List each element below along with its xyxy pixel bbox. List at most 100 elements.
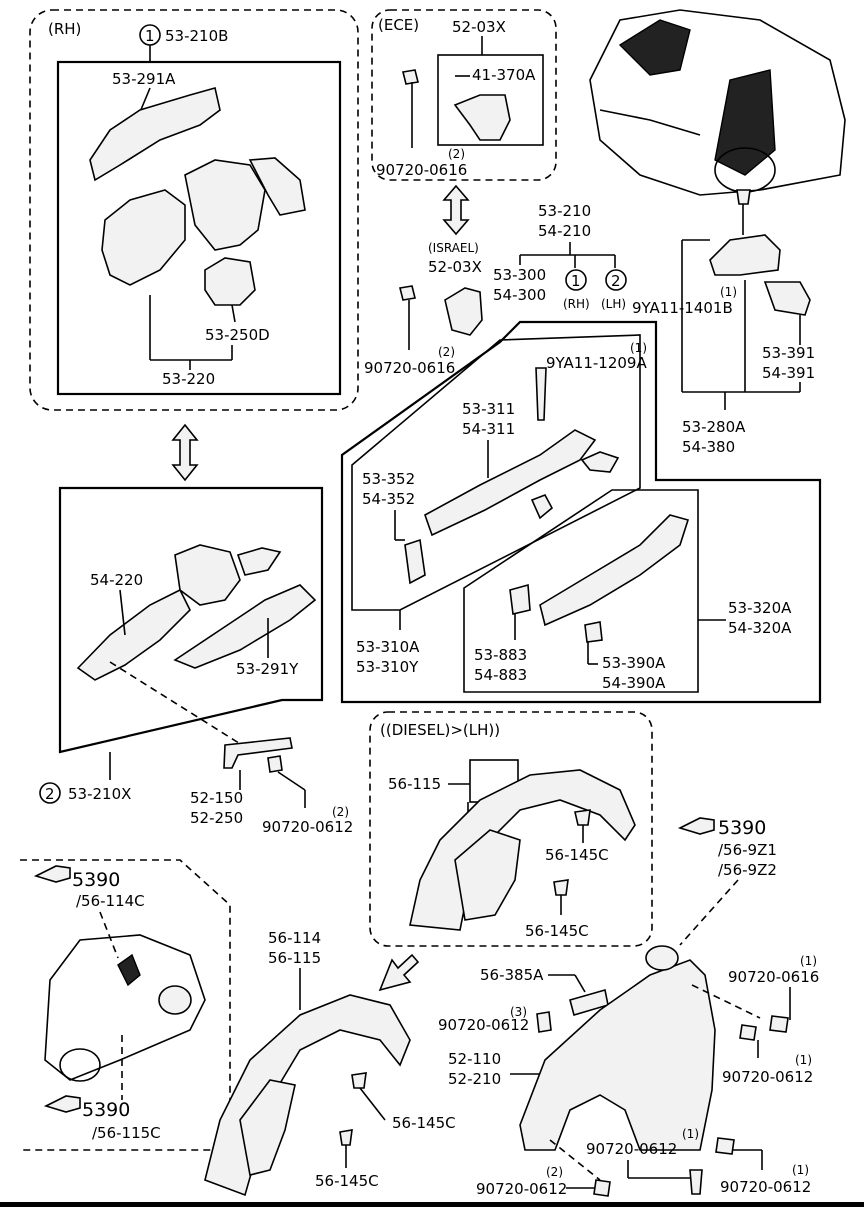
part-53-291Y: 53-291Y — [236, 660, 299, 678]
part-53-250D-shape — [204, 257, 256, 306]
part-53-311-shape — [424, 429, 597, 537]
part-90720-0612-b: 90720-0612 — [438, 1016, 529, 1034]
rear-car-group-frame — [20, 859, 231, 1151]
label-rh-short: (RH) — [563, 297, 590, 311]
part-53-210: 53-210 — [538, 202, 591, 220]
part-53-320A: 53-320A — [728, 599, 792, 617]
part-54-380: 54-380 — [682, 438, 735, 456]
group-label-diesel: ((DIESEL)>(LH)) — [380, 721, 500, 739]
part-53-210B: 53-210B — [165, 27, 228, 45]
qty-1-0612-c: (1) — [795, 1053, 812, 1067]
callout-2: 2 — [45, 785, 55, 803]
qty-2-ece: (2) — [448, 147, 465, 161]
part-53-280A: 53-280A — [682, 418, 746, 436]
part-53-310Y: 53-310Y — [356, 658, 419, 676]
part-52-250: 52-250 — [190, 809, 243, 827]
clip-icon-145C-c — [351, 1072, 367, 1089]
part-53-310A: 53-310A — [356, 638, 420, 656]
part-90720-0616-c: 90720-0616 — [728, 968, 819, 986]
part-56-114: 56-114 — [268, 929, 321, 947]
part-52-03X-ece: 52-03X — [452, 18, 506, 36]
group-label-ece: (ECE) — [378, 16, 419, 34]
clip-icon-145C-b — [553, 879, 569, 896]
part-53-220-tower-shape — [184, 159, 266, 251]
part-52-150: 52-150 — [190, 789, 243, 807]
part-53-210X: 53-210X — [68, 785, 131, 803]
part-52-03X-israel: 52-03X — [428, 258, 482, 276]
part-52-110: 52-110 — [448, 1050, 501, 1068]
front-side-member-group-frame — [340, 320, 822, 704]
bolt-icon-ece — [402, 69, 419, 85]
part-56-115: 56-115 — [268, 949, 321, 967]
part-52-03X-israel-shape — [444, 287, 483, 336]
part-54-883: 54-883 — [474, 666, 527, 684]
part-41-370A-shape — [453, 94, 511, 141]
bolt-icon-0612-e — [593, 1179, 611, 1197]
part-41-370A: 41-370A — [472, 66, 536, 84]
qty-3: (3) — [510, 1005, 527, 1019]
ref-56-114C: /56-114C — [76, 892, 145, 910]
part-52-210: 52-210 — [448, 1070, 501, 1088]
part-54-391: 54-391 — [762, 364, 815, 382]
part-53-320A-shape — [539, 514, 690, 627]
part-54-320A: 54-320A — [728, 619, 792, 637]
part-53-280A-shape — [709, 234, 781, 276]
lh-parts-box — [58, 486, 324, 754]
group-label-israel: (ISRAEL) — [428, 241, 479, 255]
part-53-391-shape — [763, 281, 811, 316]
part-56-385A: 56-385A — [480, 966, 544, 984]
clip-icon-145C-d — [339, 1129, 353, 1146]
qty-1-1401B: (1) — [720, 285, 737, 299]
part-53-320A-frame — [463, 489, 699, 693]
part-54-352: 54-352 — [362, 490, 415, 508]
part-56-145C-c: 56-145C — [392, 1114, 456, 1132]
bolt-icon-280A — [736, 189, 751, 205]
part-52-150-shape — [223, 737, 293, 769]
car-front-illustration — [589, 9, 846, 196]
callout-1-circle — [565, 269, 587, 291]
part-9YA11-1209A: 9YA11-1209A — [546, 354, 647, 372]
part-56-145C-a: 56-145C — [545, 846, 609, 864]
part-56-115-diesel-panel-shape — [454, 829, 521, 921]
callout-2-circle — [39, 782, 61, 804]
bolt-icon-0612-d — [689, 1169, 703, 1195]
callout-2-circle — [605, 269, 627, 291]
qty-1-0612-d: (1) — [682, 1127, 699, 1141]
part-54-220-bracket-shape — [236, 547, 282, 576]
bolt-icon-0612-c — [739, 1024, 757, 1041]
ece-group-frame — [371, 9, 557, 181]
part-53-250D: 53-250D — [205, 326, 270, 344]
part-53-352: 53-352 — [362, 470, 415, 488]
part-53-390A-shape — [584, 621, 603, 643]
group-label-rh: (RH) — [48, 20, 81, 38]
diesel-group-frame — [369, 711, 653, 947]
part-53-352-shape — [404, 538, 426, 585]
part-54-220: 54-220 — [90, 571, 143, 589]
qty-2-0612-e: (2) — [546, 1165, 563, 1179]
part-90720-0612-a: 90720-0612 — [262, 818, 353, 836]
part-53-291A-shape — [89, 87, 221, 182]
qty-2-0612-a: (2) — [332, 805, 349, 819]
part-54-300: 54-300 — [493, 286, 546, 304]
part-53-883-shape — [509, 583, 531, 615]
ref-5390-c: 5390 — [82, 1099, 130, 1121]
qty-1-1209A: (1) — [630, 341, 647, 355]
ref-56-9Z2: /56-9Z2 — [718, 861, 777, 879]
part-90720-0616-israel: 90720-0616 — [364, 359, 455, 377]
part-56-114-inner-shape — [239, 1079, 296, 1176]
ece-parts-box — [437, 54, 544, 146]
qty-1-0612-f: (1) — [792, 1163, 809, 1177]
ref-5390-a: 5390 — [718, 817, 766, 839]
part-54-390A: 54-390A — [602, 674, 666, 692]
ref-5390-b: 5390 — [72, 869, 120, 891]
part-53-220-apron-shape — [101, 189, 186, 286]
hand-pointer-icon — [43, 1095, 81, 1113]
ref-56-9Z1: /56-9Z1 — [718, 841, 777, 859]
callout-1: 1 — [145, 27, 155, 45]
part-53-390A: 53-390A — [602, 654, 666, 672]
part-53-883: 53-883 — [474, 646, 527, 664]
qty-1-0616-c: (1) — [800, 954, 817, 968]
part-54-220-shape — [76, 588, 191, 681]
part-56-145C-b: 56-145C — [525, 922, 589, 940]
